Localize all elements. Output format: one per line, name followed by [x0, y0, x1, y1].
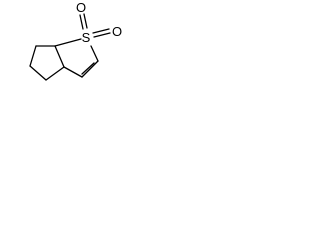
bond-s-o-right-b — [93, 32, 111, 38]
bond-c3-c3a — [63, 66, 83, 78]
bond-c7-c8 — [29, 45, 37, 67]
molecule-diagram: S O O — [29, 0, 122, 81]
sulfur-atom-label: S — [82, 30, 91, 45]
bond-c8-c9 — [29, 65, 47, 81]
bond-s-c2 — [90, 45, 99, 62]
bond-s-o-top-b — [83, 13, 88, 29]
oxygen-right-atom-label: O — [112, 24, 122, 39]
bond-c2-c3 — [81, 60, 99, 78]
bond-c6a-s — [54, 38, 82, 47]
bond-c2-c3-inner — [81, 62, 95, 75]
bond-c3a-c6a — [54, 45, 65, 68]
oxygen-top-atom-label: O — [76, 0, 86, 15]
bond-s-o-right-a — [92, 28, 110, 34]
bond-c9-c3a — [45, 66, 65, 81]
bond-s-o-top-a — [79, 14, 84, 30]
